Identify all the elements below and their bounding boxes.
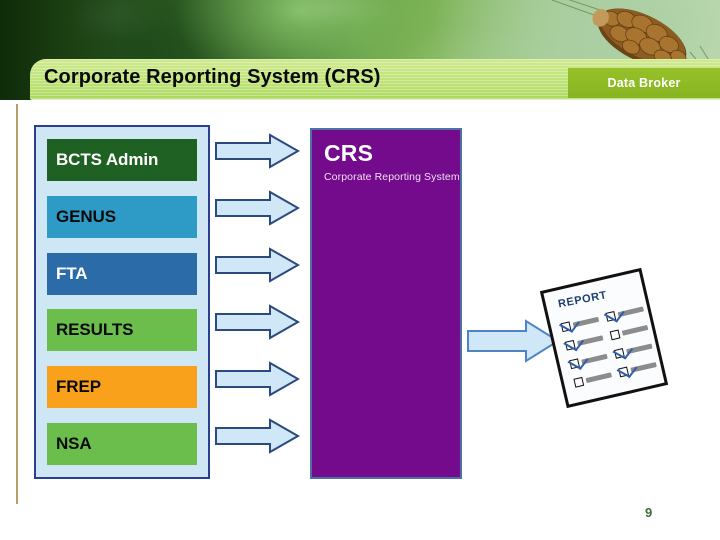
empty-checkbox-icon [573, 376, 585, 388]
crs-acronym: CRS [324, 140, 374, 166]
title-bar: Corporate Reporting System (CRS) [30, 59, 720, 100]
output-arrow-shape [467, 319, 560, 363]
arrow-shape [215, 247, 300, 283]
crs-subtitle: Corporate Reporting System [324, 171, 460, 183]
system-box-frep[interactable]: FREP [47, 366, 197, 409]
system-box-nsa[interactable]: NSA [47, 422, 197, 465]
system-box-label: NSA [56, 433, 92, 453]
output-arrow [466, 318, 560, 364]
report-item-left [573, 370, 613, 388]
system-box-results[interactable]: RESULTS [47, 309, 197, 352]
banner-seam [0, 100, 720, 103]
arrow-shape [215, 190, 300, 226]
checked-checkbox-icon [618, 366, 630, 378]
system-box-genus[interactable]: GENUS [47, 195, 197, 238]
data-broker-tab[interactable]: Data Broker [568, 68, 720, 98]
arrow-shape [215, 418, 300, 454]
report-item-left [564, 333, 604, 351]
checked-checkbox-icon [569, 358, 580, 370]
page-number: 9 [645, 505, 653, 520]
arrow-shape [215, 304, 300, 340]
left-vertical-rule [16, 104, 18, 504]
feed-arrow-4 [214, 304, 300, 340]
system-box-label: FREP [56, 377, 101, 397]
feed-arrow-3 [214, 247, 300, 283]
report-text-line [621, 324, 649, 336]
checked-checkbox-icon [564, 339, 576, 351]
checked-checkbox-icon [560, 321, 572, 333]
system-box-label: GENUS [56, 206, 116, 226]
page-title: Corporate Reporting System (CRS) [44, 66, 381, 88]
system-box-fta[interactable]: FTA [47, 252, 197, 295]
feed-arrow-6 [214, 418, 300, 454]
report-title: REPORT [557, 289, 608, 311]
report-document: REPORT [539, 267, 669, 409]
report-item-right [605, 304, 645, 322]
system-box-label: RESULTS [56, 320, 134, 340]
feed-arrow-2 [214, 190, 300, 226]
crs-box: CRS Corporate Reporting System [310, 128, 462, 479]
feed-arrows-group [214, 133, 304, 473]
feed-arrow-5 [214, 361, 300, 397]
system-box-label: FTA [56, 263, 88, 283]
header-banner [0, 0, 720, 100]
report-item-left [560, 315, 600, 333]
report-item-right [618, 360, 657, 378]
checked-checkbox-icon [605, 311, 617, 322]
data-broker-label: Data Broker [607, 76, 681, 90]
system-box-label: BCTS Admin [56, 150, 159, 169]
arrow-shape [215, 133, 300, 169]
report-item-left [569, 352, 608, 370]
report-item-right [613, 342, 653, 359]
report-checklist [543, 271, 657, 388]
feed-arrow-1 [214, 133, 300, 169]
report-text-line [585, 372, 613, 384]
report-item-right [609, 323, 649, 341]
system-box-bcts-admin[interactable]: BCTS Admin [47, 139, 197, 181]
arrow-shape [215, 361, 300, 397]
checked-checkbox-icon [613, 348, 625, 359]
empty-checkbox-icon [609, 329, 621, 341]
